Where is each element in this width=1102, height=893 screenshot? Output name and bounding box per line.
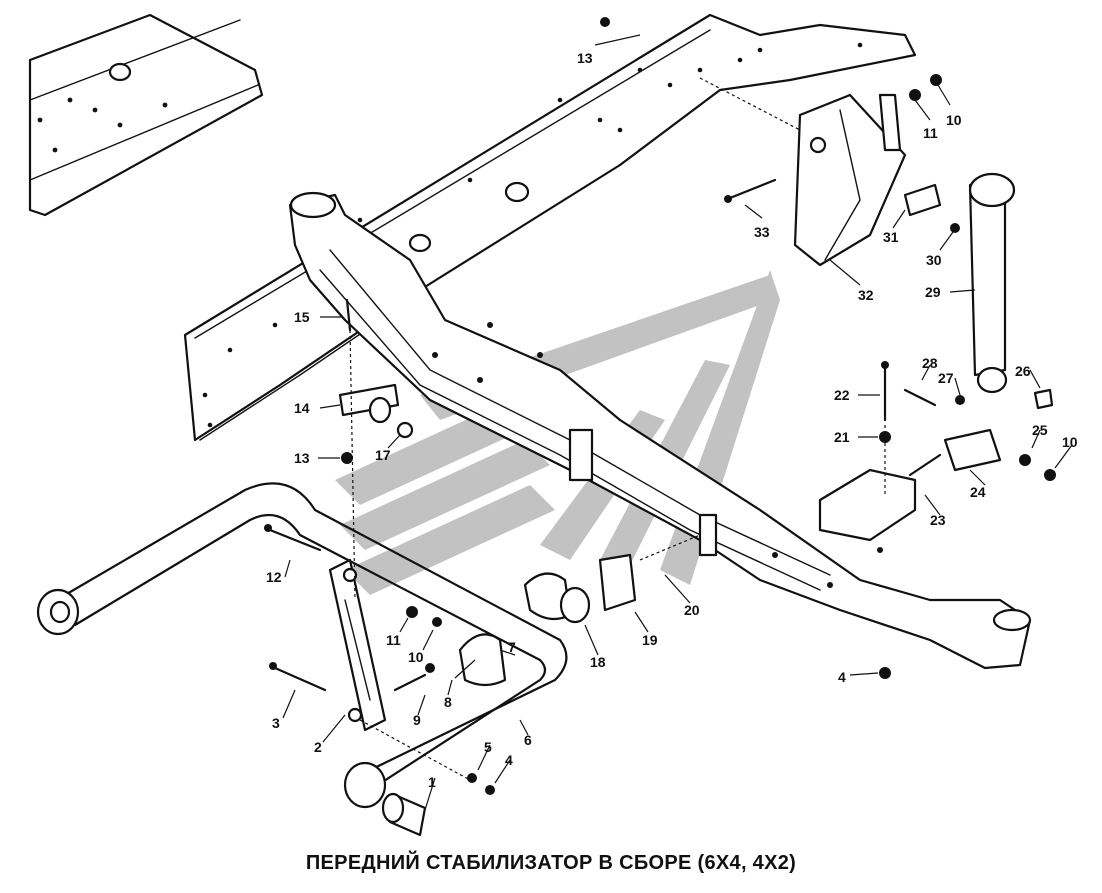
part-label: 4 bbox=[838, 669, 846, 685]
part-label: 25 bbox=[1032, 422, 1048, 438]
part-label: 3 bbox=[272, 715, 280, 731]
part-label: 19 bbox=[642, 632, 658, 648]
part-label: 20 bbox=[684, 602, 700, 618]
stabilizer-link-part-2 bbox=[328, 558, 387, 732]
part-label: 12 bbox=[266, 569, 282, 585]
part-label: 31 bbox=[883, 229, 899, 245]
bushing-bracket-parts-18-19 bbox=[523, 553, 637, 624]
part-label: 10 bbox=[408, 649, 424, 665]
assembly-center-lines bbox=[349, 77, 886, 781]
part-label: 6 bbox=[524, 732, 532, 748]
bushing-part-1 bbox=[381, 792, 427, 837]
part-label: 21 bbox=[834, 429, 850, 445]
part-label: 1 bbox=[428, 774, 436, 790]
part-label: 23 bbox=[930, 512, 946, 528]
part-label: 15 bbox=[294, 309, 310, 325]
part-label: 11 bbox=[923, 125, 938, 141]
part-label: 7 bbox=[508, 639, 516, 655]
part-label: 9 bbox=[413, 712, 421, 728]
part-label: 27 bbox=[938, 370, 954, 386]
part-label: 8 bbox=[444, 694, 452, 710]
shock-bracket-part-32 bbox=[793, 93, 907, 267]
part-label: 13 bbox=[577, 50, 593, 66]
part-label: 18 bbox=[590, 654, 606, 670]
part-label: 13 bbox=[294, 450, 310, 466]
part-label: 33 bbox=[754, 224, 770, 240]
part-label: 24 bbox=[970, 484, 986, 500]
part-label: 4 bbox=[505, 752, 513, 768]
part-label: 10 bbox=[946, 112, 962, 128]
shock-absorber-part-29 bbox=[968, 172, 1016, 394]
clamp-part-7 bbox=[458, 633, 507, 687]
part-label: 5 bbox=[484, 739, 492, 755]
part-label: 14 bbox=[294, 400, 310, 416]
part-label: 30 bbox=[926, 252, 942, 268]
frame-rail-left bbox=[28, 13, 264, 217]
part-label: 11 bbox=[386, 632, 401, 648]
part-label: 28 bbox=[922, 355, 938, 371]
part-labels: 1 2 3 4 4 5 6 7 8 9 10 10 10 10 11 11 12… bbox=[266, 50, 1078, 790]
front-axle-beam bbox=[288, 191, 1032, 670]
part-label-leaders bbox=[282, 34, 1073, 811]
part-label: 26 bbox=[1015, 363, 1031, 379]
frame-rail-main bbox=[183, 13, 917, 442]
part-label: 32 bbox=[858, 287, 874, 303]
drawing-caption: ПЕРЕДНИЙ СТАБИЛИЗАТОР В СБОРЕ (6X4, 4X2) bbox=[305, 852, 797, 874]
part-label: 29 bbox=[925, 284, 941, 300]
part-label: 17 bbox=[375, 447, 391, 463]
part-label: 10 bbox=[1062, 434, 1078, 450]
lower-bracket-parts-23-24 bbox=[818, 428, 1002, 542]
stabilizer-bar bbox=[36, 482, 568, 809]
part-label: 2 bbox=[314, 739, 322, 755]
fastener-bolts bbox=[264, 17, 1056, 795]
part-label: 22 bbox=[834, 387, 850, 403]
